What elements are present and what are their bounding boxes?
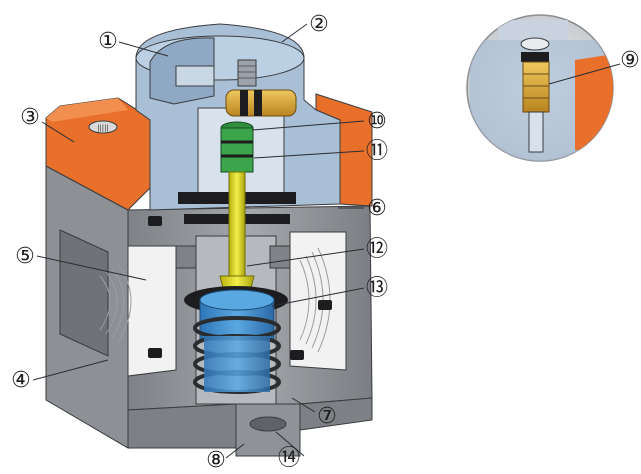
callout-13: ⑬ xyxy=(366,276,388,301)
callout-14: ⑭ xyxy=(278,446,300,470)
leader-14 xyxy=(275,431,305,457)
callout-4: ④ xyxy=(11,368,31,393)
detail-inset xyxy=(466,14,614,162)
cover-screw xyxy=(88,120,118,134)
body-bottom-edge xyxy=(127,403,237,449)
leader-3 xyxy=(41,121,75,143)
inset-brass-cartridge xyxy=(522,61,550,113)
callout-5: ⑤ xyxy=(15,244,35,269)
leader-4 xyxy=(32,359,109,381)
leader-9 xyxy=(548,63,621,85)
leader-11 xyxy=(253,150,365,159)
set-screw xyxy=(237,59,257,87)
leader-2 xyxy=(281,23,308,43)
green-seat xyxy=(220,127,254,173)
callout-1: ① xyxy=(98,29,118,54)
leader-10 xyxy=(251,120,365,131)
callout-2: ② xyxy=(309,12,329,37)
leader-1 xyxy=(118,41,169,57)
yellow-stem xyxy=(228,171,246,277)
left-port-opening xyxy=(59,229,109,357)
callout-7: ⑦ xyxy=(317,404,337,429)
leader-13 xyxy=(271,287,365,307)
svg-text:|||||: ||||| xyxy=(97,124,109,132)
leader-8 xyxy=(225,443,245,459)
callout-8: ⑧ xyxy=(206,448,226,470)
callout-3: ③ xyxy=(20,105,40,130)
callout-12: ⑫ xyxy=(366,237,388,262)
orange-cover: ||||| xyxy=(45,93,373,211)
leader-12 xyxy=(246,248,365,267)
leader-7 xyxy=(291,397,316,413)
stem-assembly xyxy=(178,121,296,394)
callout-6: ⑥ xyxy=(367,196,387,221)
callout-9: ⑨ xyxy=(620,48,640,73)
orange-cover-left-top xyxy=(45,97,151,211)
callout-11: ⑪ xyxy=(366,139,388,164)
leader-5 xyxy=(36,255,147,281)
leader-lines xyxy=(32,23,621,459)
brass-fitting xyxy=(225,89,297,117)
callout-labels: ① ② ③ ④ ⑤ ⑥ ⑦ ⑧ ⑨ ⑩ ⑪ ⑫ ⑬ ⑭ xyxy=(11,12,640,473)
callout-10: ⑩ xyxy=(367,109,387,134)
right-cavity xyxy=(289,231,347,371)
left-thread xyxy=(99,263,132,343)
